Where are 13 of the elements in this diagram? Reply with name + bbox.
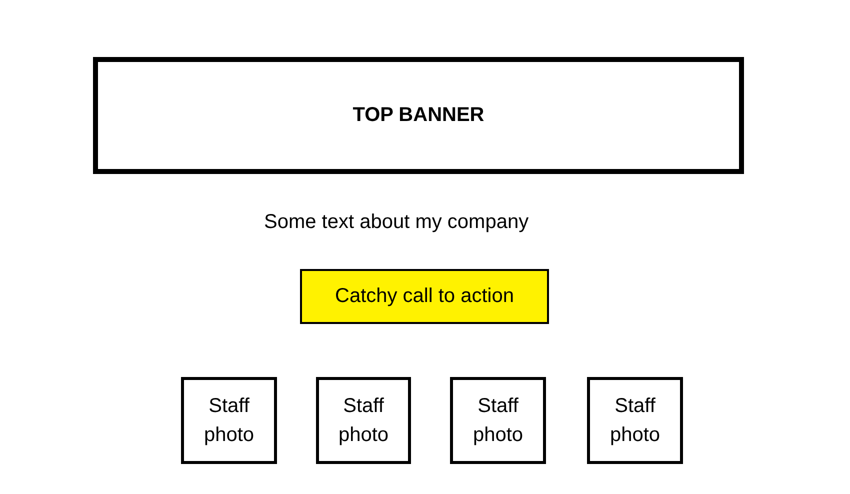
box-label: Staff photo bbox=[472, 394, 524, 448]
call-to-action-box bbox=[300, 269, 549, 324]
box-label: Staff photo bbox=[608, 394, 662, 448]
box-label: Staff photo bbox=[202, 394, 256, 448]
box-label: Staff photo bbox=[337, 394, 390, 448]
photo-placeholder-box bbox=[450, 377, 546, 464]
photo-placeholder-box bbox=[316, 377, 411, 464]
box-label: Catchy call to action bbox=[335, 284, 514, 309]
banner-box bbox=[93, 57, 744, 174]
photo-placeholder-box bbox=[587, 377, 683, 464]
box-label: TOP BANNER bbox=[352, 103, 484, 128]
intro-text: Some text about my company bbox=[264, 211, 529, 234]
photo-placeholder-box bbox=[181, 377, 277, 464]
